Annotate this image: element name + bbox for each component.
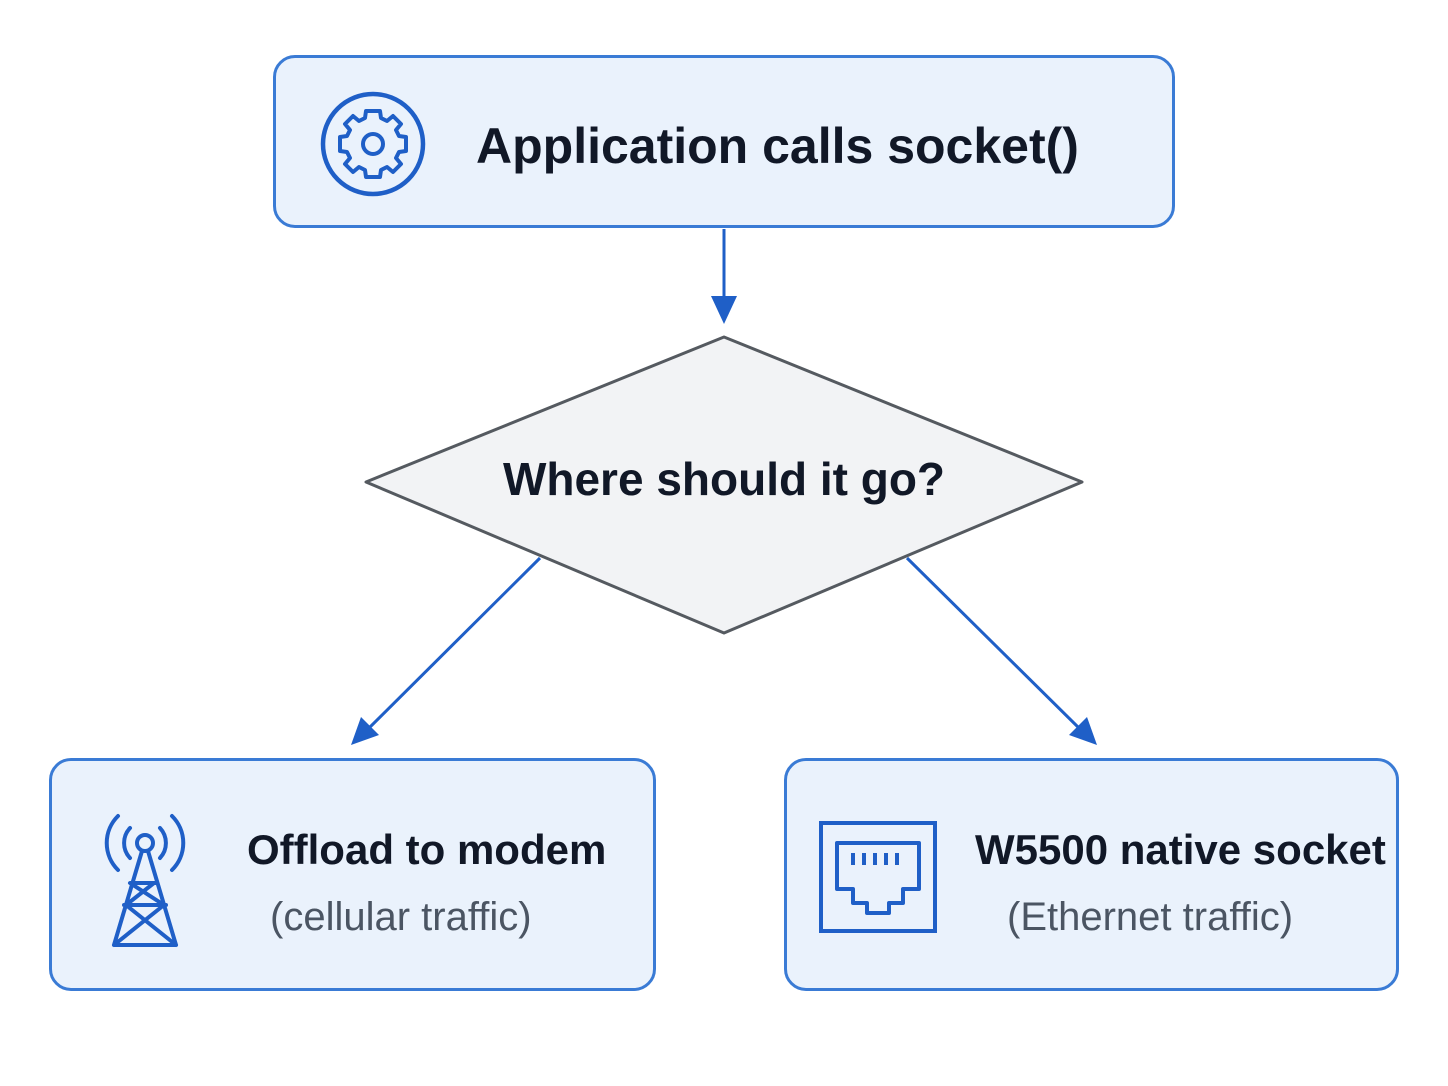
gear-icon — [320, 91, 426, 197]
ethernet-port-icon — [819, 821, 937, 937]
arrow-decision-to-left — [351, 556, 542, 745]
start-node: Application calls socket() — [273, 55, 1175, 228]
decision-diamond — [364, 335, 1084, 635]
w5500-node: W5500 native socket (Ethernet traffic) — [784, 758, 1399, 991]
cell-tower-icon — [90, 803, 200, 951]
w5500-caption: (Ethernet traffic) — [1007, 895, 1294, 939]
modem-caption: (cellular traffic) — [270, 895, 532, 939]
w5500-title: W5500 native socket — [975, 826, 1386, 873]
modem-node: Offload to modem (cellular traffic) — [49, 758, 656, 991]
decision-label: Where should it go? — [502, 453, 946, 505]
modem-title: Offload to modem — [247, 826, 607, 873]
arrow-decision-to-right — [905, 556, 1097, 745]
arrow-start-to-decision — [711, 229, 737, 324]
start-label: Application calls socket() — [476, 118, 1079, 174]
